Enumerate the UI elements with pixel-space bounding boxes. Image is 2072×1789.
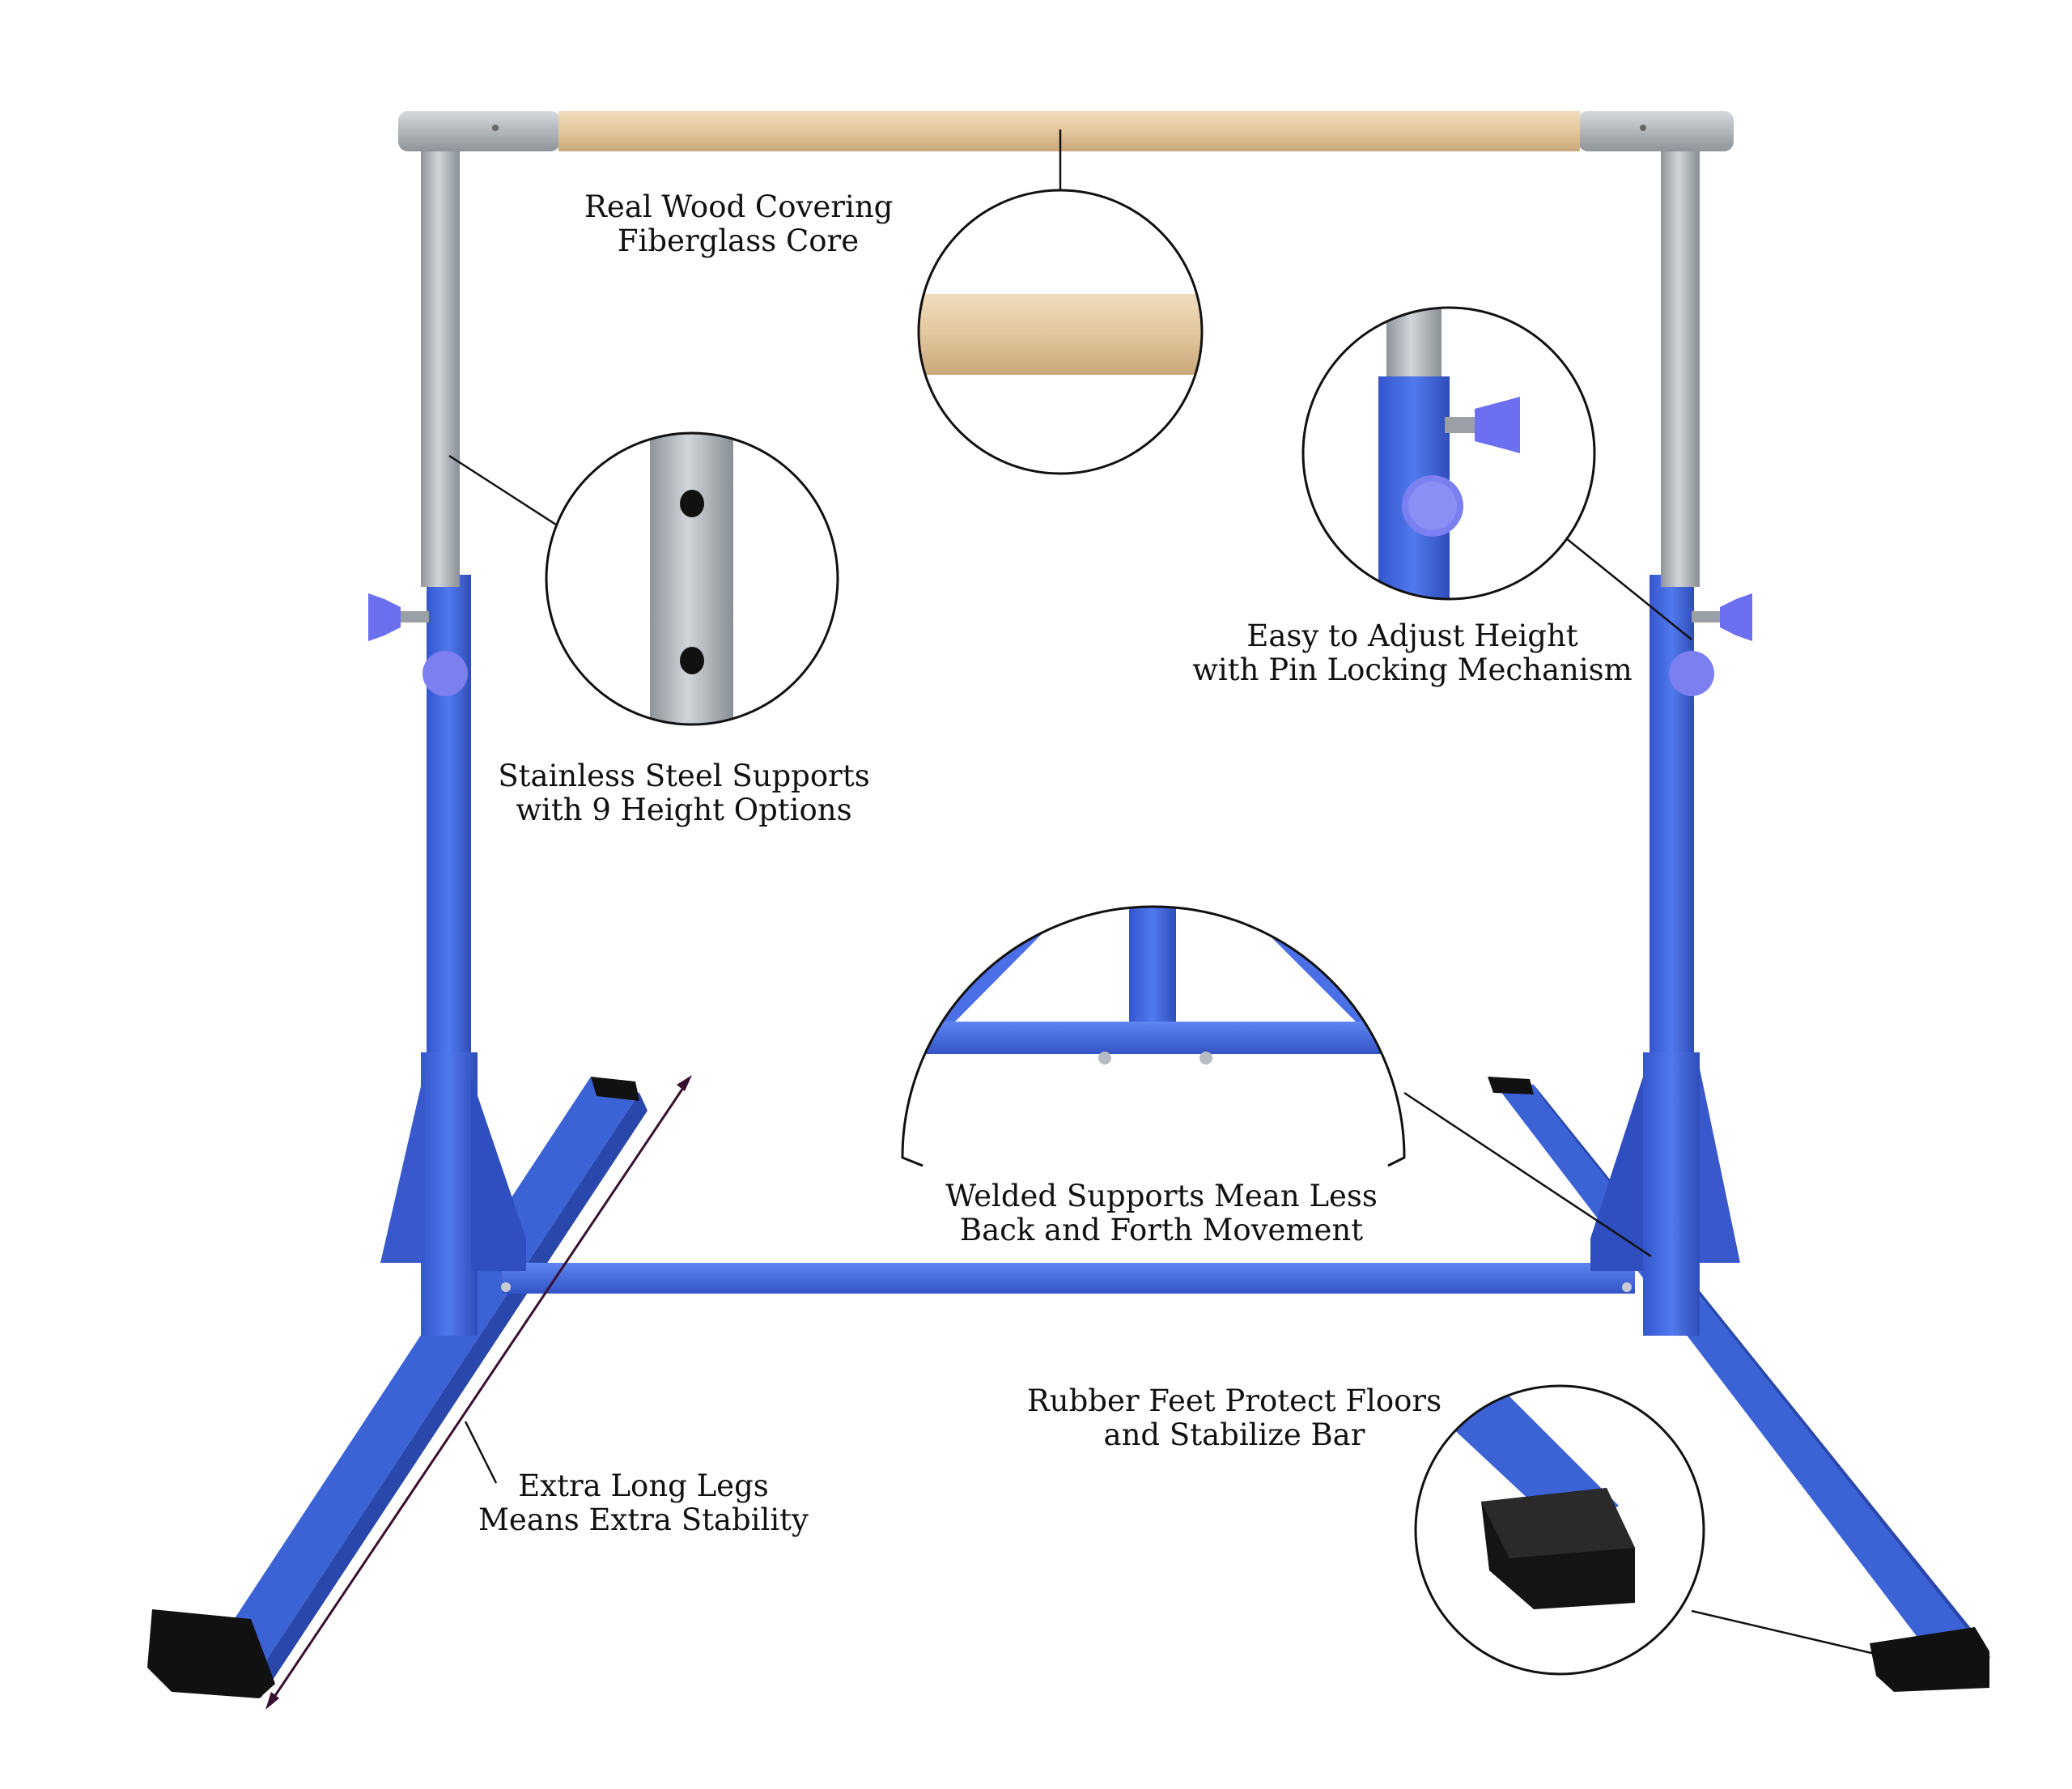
legs-callout-line1: Extra Long Legs (518, 1468, 769, 1503)
legs-callout-line2: Means Extra Stability (478, 1502, 809, 1537)
top-left-elbow (398, 111, 560, 151)
height-callout: Easy to Adjust Height with Pin Locking M… (1186, 619, 1639, 687)
feet-callout: Rubber Feet Protect Floors and Stabilize… (1016, 1384, 1453, 1452)
left-leg (202, 1077, 639, 1684)
steel-callout: Stainless Steel Supports with 9 Height O… (490, 759, 878, 827)
feet-callout-line1: Rubber Feet Protect Floors (1026, 1383, 1442, 1418)
left-upright-steel (421, 134, 460, 587)
steel-callout-line2: with 9 Height Options (516, 793, 852, 827)
bar-frame (147, 111, 1991, 1698)
top-right-elbow (1578, 111, 1734, 151)
feet-callout-line2: and Stabilize Bar (1103, 1417, 1365, 1452)
foot-detail-circle (1414, 1384, 1705, 1676)
leader-lines (448, 130, 1883, 1657)
left-front-foot (147, 1609, 275, 1698)
welded-callout-line1: Welded Supports Mean Less (945, 1179, 1378, 1213)
steel-callout-line1: Stainless Steel Supports (498, 759, 870, 793)
right-upright-steel (1661, 134, 1700, 587)
height-callout-line2: with Pin Locking Mechanism (1192, 652, 1633, 687)
left-pin-knob (368, 593, 468, 696)
wood-callout-line2: Fiberglass Core (617, 223, 860, 258)
right-front-foot (1870, 1627, 1989, 1692)
length-arrow (265, 1075, 692, 1710)
welded-callout: Welded Supports Mean Less Back and Forth… (935, 1179, 1388, 1247)
legs-callout: Extra Long Legs Means Extra Stability (465, 1469, 822, 1537)
right-back-foot (1488, 1077, 1534, 1094)
wood-callout-line1: Real Wood Covering (584, 189, 894, 224)
height-callout-line1: Easy to Adjust Height (1246, 618, 1578, 653)
right-pin-knob (1669, 593, 1752, 696)
left-back-foot (591, 1077, 639, 1101)
cross-bar (502, 1263, 1635, 1294)
pin-detail-circle (1301, 306, 1596, 601)
welded-detail-circle (901, 905, 1406, 1167)
welded-callout-line2: Back and Forth Movement (959, 1213, 1364, 1247)
wood-callout: Real Wood Covering Fiberglass Core (584, 189, 894, 258)
wood-rail (558, 111, 1580, 151)
wood-detail-circle (917, 189, 1204, 475)
steel-detail-circle (545, 431, 839, 726)
